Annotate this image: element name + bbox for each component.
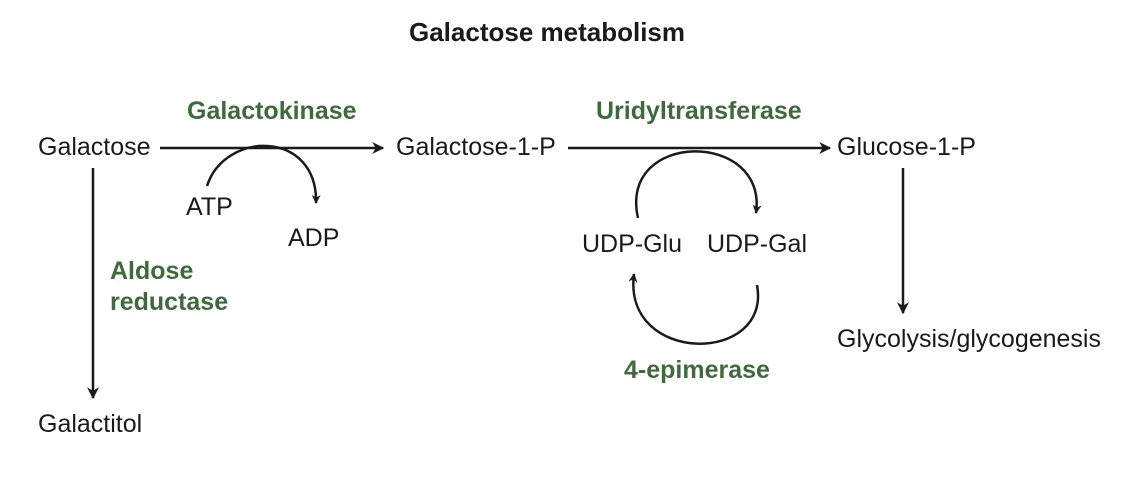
enzyme-aldose-reductase-line-1: Aldose <box>110 257 194 285</box>
compound-udp-glu: UDP-Glu <box>582 230 683 258</box>
enzyme-aldose-reductase-line-2: reductase <box>110 288 229 317</box>
enzyme-galactokinase: Galactokinase <box>187 97 357 125</box>
enzyme-aldose-reductase: Aldose reductase <box>110 256 228 319</box>
compound-udp-gal: UDP-Gal <box>707 230 808 258</box>
compound-glycolysis-glycogenesis: Glycolysis/glycogenesis <box>837 325 1101 353</box>
arrow-udp-glu-to-udp-gal <box>634 150 762 219</box>
compound-galactitol: Galactitol <box>38 410 143 438</box>
compound-atp: ATP <box>186 193 233 221</box>
arrow-udp-gal-to-udp-glu <box>628 273 760 345</box>
enzyme-4-epimerase: 4-epimerase <box>624 356 770 384</box>
compound-glucose-1-p: Glucose-1-P <box>837 133 976 161</box>
compound-galactose: Galactose <box>38 133 151 161</box>
compound-adp: ADP <box>288 224 340 252</box>
compound-galactose-1-p: Galactose-1-P <box>396 133 556 161</box>
diagram-title: Galactose metabolism <box>409 17 685 47</box>
arrow-atp-to-adp <box>205 144 321 204</box>
enzyme-uridyltransferase: Uridyltransferase <box>596 97 802 125</box>
